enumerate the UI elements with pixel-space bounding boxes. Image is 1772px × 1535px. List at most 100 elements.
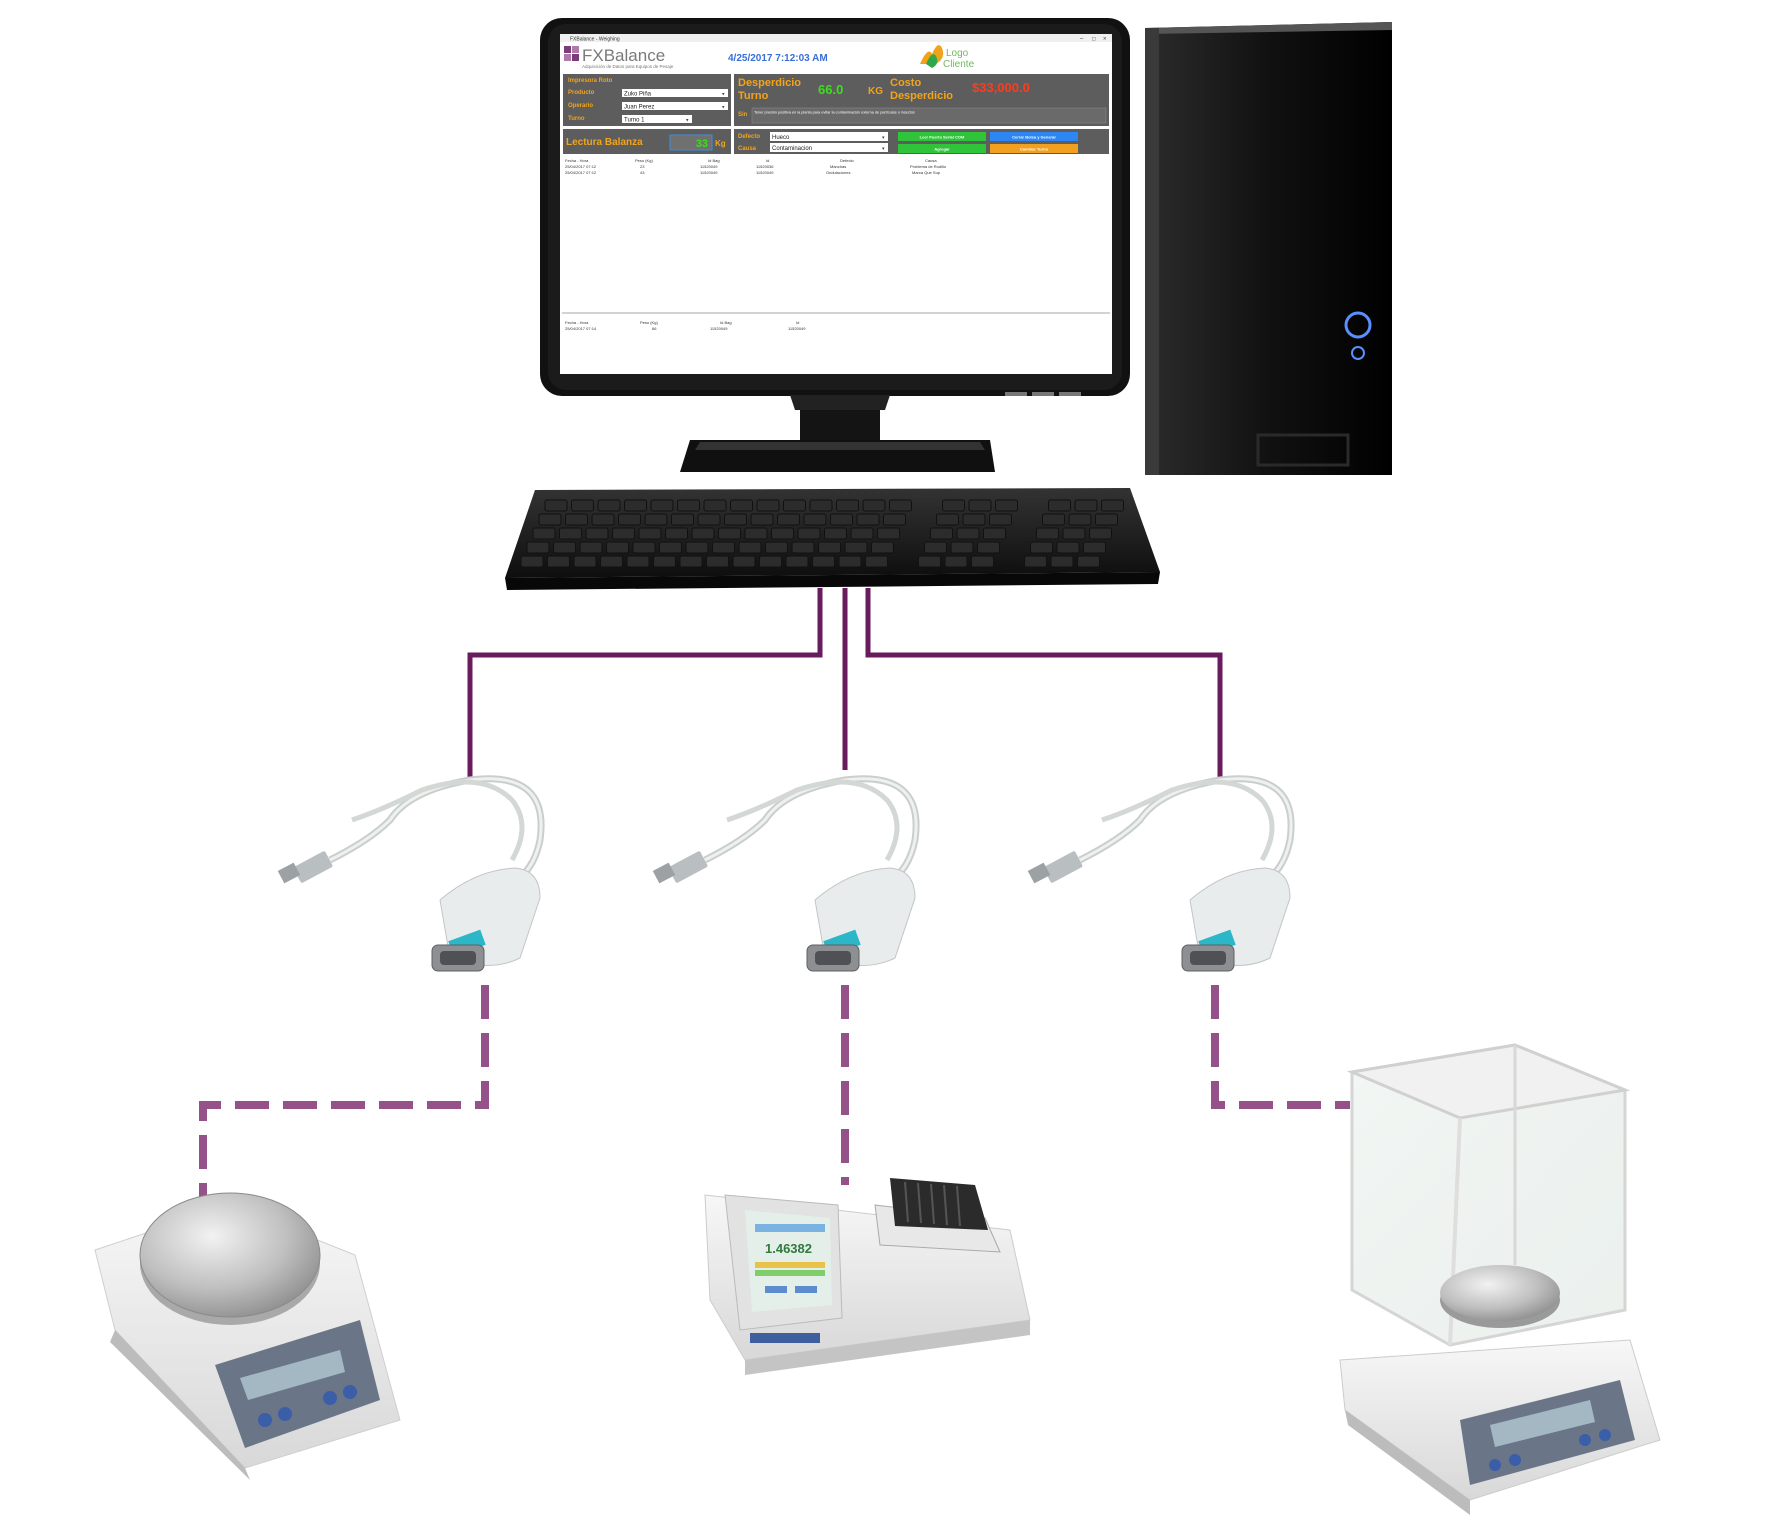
keyboard-key [650, 499, 674, 512]
scale-key-icon[interactable] [343, 1385, 357, 1399]
desperdicio-label: Desperdicio [738, 77, 801, 89]
keyboard-key [944, 555, 968, 568]
scale-key-icon[interactable] [278, 1407, 292, 1421]
keyboard-key [777, 513, 800, 526]
cambiar-turno-button[interactable] [990, 144, 1078, 153]
keyboard-key [624, 499, 647, 512]
operario-label: Operario [568, 103, 593, 109]
keyboard-key [559, 527, 582, 540]
producto-select[interactable] [622, 89, 728, 97]
keyboard-key [995, 499, 1018, 512]
producto-label: Producto [568, 90, 595, 96]
keyboard [505, 488, 1160, 590]
table-row[interactable]: 25/04/2017 07:12 43 11520049 11520049 On… [565, 170, 941, 175]
chevron-down-icon: ▾ [882, 135, 885, 141]
keyboard-key [626, 555, 650, 568]
keyboard-key [1036, 527, 1059, 540]
keyboard-key [962, 513, 986, 526]
table-header: Peso (Kg) [640, 320, 658, 325]
balance-key-icon[interactable] [1579, 1434, 1591, 1446]
scale-key-icon[interactable] [323, 1391, 337, 1405]
svg-text:23: 23 [640, 164, 645, 169]
keyboard-key [791, 541, 815, 554]
chevron-down-icon: ▾ [722, 92, 725, 98]
keyboard-key [856, 513, 880, 526]
balance-key-icon[interactable] [1599, 1429, 1611, 1441]
desperdicio-value: 66.0 [818, 82, 843, 97]
leer-puerto-button[interactable] [898, 132, 986, 141]
table-row[interactable]: 25/04/2017 07:14 66 11520049 11520049 [565, 326, 806, 331]
keyboard-key [765, 541, 788, 554]
usb-serial-adapter-center [652, 775, 920, 972]
svg-text:11520049: 11520049 [756, 170, 774, 175]
keyboard-key [1056, 541, 1080, 554]
maximize-icon[interactable]: □ [1092, 37, 1096, 43]
keyboard-key [785, 555, 809, 568]
lectura-unit: Kg [715, 139, 726, 148]
keyboard-key [877, 527, 900, 540]
close-icon[interactable]: × [1103, 37, 1107, 43]
chevron-down-icon: ▾ [686, 118, 689, 124]
svg-text:25/04/2017 07:14: 25/04/2017 07:14 [565, 326, 597, 331]
svg-text:Juan Perez: Juan Perez [624, 105, 654, 111]
app-logo: FXBalance Adquisición de Datos para Equi… [564, 46, 674, 69]
table-header: Id [766, 158, 769, 163]
keyboard-key [703, 499, 727, 512]
operario-select[interactable] [622, 102, 728, 110]
defecto-label: Defecto [738, 134, 760, 140]
table-row[interactable]: 25/04/2017 07:12 23 11520049 11520036 Ma… [565, 164, 947, 169]
table-header: Peso (Kg) [635, 158, 653, 163]
keyboard-key [732, 555, 756, 568]
svg-text:66: 66 [652, 326, 657, 331]
keyboard-key [685, 541, 709, 554]
svg-text:25/04/2017 07:12: 25/04/2017 07:12 [565, 170, 597, 175]
cable-to-adapter-left [467, 588, 823, 780]
precision-scale [94, 1192, 401, 1480]
keyboard-key [606, 541, 629, 554]
defecto-select[interactable] [770, 132, 888, 141]
svg-text:Problema de Rodillo: Problema de Rodillo [910, 164, 947, 169]
svg-text:Marca Que Sup: Marca Que Sup [912, 170, 941, 175]
scale-key-icon[interactable] [258, 1413, 272, 1427]
keyboard-key [585, 527, 609, 540]
bag-summary-table: Fecha - Hora Peso (Kg) Id Bag Id 25/04/2… [565, 320, 806, 331]
keyboard-key [936, 513, 959, 526]
keyboard-key [759, 555, 782, 568]
svg-text:11520049: 11520049 [700, 164, 718, 169]
keyboard-key [1050, 555, 1074, 568]
keyboard-key [824, 527, 847, 540]
keyboard-key [665, 527, 688, 540]
balance-key-icon[interactable] [1489, 1459, 1501, 1471]
causa-select[interactable] [770, 143, 888, 152]
keyboard-key [977, 541, 1000, 554]
svg-text:Contaminacion: Contaminacion [772, 146, 812, 152]
keyboard-key [1089, 527, 1112, 540]
usb-serial-adapter-right [1027, 775, 1295, 972]
chevron-down-icon: ▾ [722, 105, 725, 111]
svg-text:Cerrar Bolsa y Generar: Cerrar Bolsa y Generar [1012, 135, 1056, 140]
turno-select[interactable] [622, 115, 692, 123]
keyboard-key [618, 513, 641, 526]
keyboard-key [638, 527, 662, 540]
refractometer-reading: 1.46382 [765, 1241, 812, 1256]
svg-text:Zuko Piña: Zuko Piña [624, 92, 652, 98]
svg-text:Manchas: Manchas [830, 164, 846, 169]
sin-textbox[interactable] [751, 107, 1107, 124]
minimize-icon[interactable]: – [1080, 37, 1084, 43]
cerrar-bolsa-button[interactable] [990, 132, 1078, 141]
svg-text:25/04/2017 07:12: 25/04/2017 07:12 [565, 164, 597, 169]
keyboard-key [950, 541, 974, 554]
agregar-button[interactable] [898, 144, 986, 153]
usb-cable-lines [467, 588, 1223, 780]
svg-text:11520049: 11520049 [788, 326, 806, 331]
keyboard-key [712, 541, 735, 554]
keyboard-key [571, 499, 594, 512]
desperdicio-unit: KG [868, 86, 883, 97]
datetime-display: 4/25/2017 7:12:03 AM [728, 53, 828, 64]
client-logo: Logo Cliente [920, 45, 975, 70]
keyboard-key [836, 499, 859, 512]
table-header: Fecha - Hora [565, 320, 589, 325]
keyboard-key [1101, 499, 1124, 512]
svg-text:Tener presión positiva en la p: Tener presión positiva en la planta para… [754, 111, 915, 115]
balance-key-icon[interactable] [1509, 1454, 1521, 1466]
